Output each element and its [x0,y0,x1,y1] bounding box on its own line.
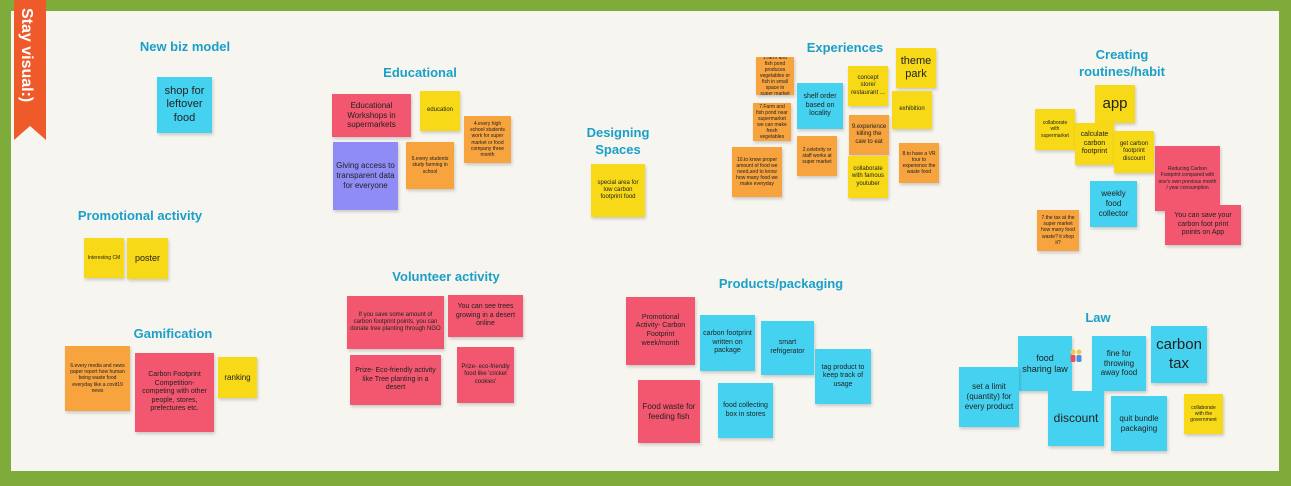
sticky-note[interactable]: Food waste for feeding fish [638,380,700,443]
sticky-note[interactable]: Prize- Eco-friendly activity like Tree p… [350,355,441,405]
sticky-note[interactable]: weekly food collector [1090,181,1137,227]
cluster-title-law: Law [1085,310,1111,325]
sticky-note[interactable]: 4.every high school students work for su… [464,116,511,163]
sticky-note[interactable]: carbon tax [1151,326,1207,383]
cluster-title-new-biz: New biz model [139,39,231,54]
sticky-note[interactable]: special area for low carbon footprint fo… [591,164,645,217]
sticky-note[interactable]: Educational Workshops in supermarkets [332,94,411,137]
cluster-title-routines: Creating routines/habit [1079,47,1165,79]
cluster-title-experiences: Experiences [806,40,884,55]
sticky-note[interactable]: theme park [896,48,936,88]
sticky-note[interactable]: 6.every media and news paper report how … [65,346,130,411]
sticky-note[interactable]: exhibition [892,91,932,129]
sticky-note[interactable]: Interesting CM [84,238,124,278]
sticky-note[interactable]: fine for throwing away food [1092,336,1146,391]
sticky-note[interactable]: collaborate with supermarket [1035,109,1075,150]
sticky-note[interactable]: 2.celebrity or staff works at super mark… [797,136,837,176]
sticky-note[interactable]: You can save your carbon foot print poin… [1165,205,1241,245]
sticky-note[interactable]: Prize- eco-friendly food like 'cricket c… [457,347,514,403]
sticky-note[interactable]: carbon footprint written on package [700,315,755,371]
sticky-note[interactable]: 7.Farm and fish pond near supermarket we… [753,103,791,141]
sticky-note[interactable]: Carbon Footprint Competition- competing … [135,353,214,432]
sticky-note[interactable]: poster [127,238,168,279]
sticky-note[interactable]: shelf order based on locality [797,83,843,129]
cluster-title-designing-spaces: Designing Spaces [586,125,650,157]
sticky-note[interactable]: food sharing law [1018,336,1072,391]
sticky-note[interactable]: quit bundle packaging [1111,396,1167,451]
sticky-note[interactable]: smart refrigerator [761,321,814,375]
cluster-title-products: Products/packaging [718,276,844,291]
sticky-note[interactable]: 7.the tax at the super market how many f… [1037,210,1079,251]
cluster-title-volunteer: Volunteer activity [392,269,500,284]
sticky-note[interactable]: collaborate with famous youtuber [848,156,888,198]
sticky-note[interactable]: 8.to have a VR tour to experience the wa… [899,143,939,183]
sticky-note[interactable]: set a limit (quantity) for every product [959,367,1019,427]
sticky-note[interactable]: 10.to know proper amount of food we need… [732,147,782,197]
cluster-title-educational: Educational [383,65,457,80]
sticky-note[interactable]: 1.farm and fish pond produces vegetables… [756,57,794,95]
sticky-note[interactable]: shop for leftover food [157,77,212,133]
ribbon-label: Stay visual:) [18,8,35,103]
people-icon [1070,349,1082,362]
sticky-note[interactable]: collaborate with the government [1184,394,1223,434]
sticky-note[interactable]: concept store/ restaurant ... [848,66,888,106]
sticky-note[interactable]: Promotional Activity- Carbon Footprint w… [626,297,695,365]
sticky-note[interactable]: app [1095,85,1135,123]
sticky-note[interactable]: get carbon footprint discount [1114,131,1154,173]
sticky-note[interactable]: Giving access to transparent data for ev… [333,142,398,210]
sticky-note[interactable]: If you save some amount of carbon footpr… [347,296,444,349]
sticky-note[interactable]: You can see trees growing in a desert on… [448,295,523,337]
sticky-note[interactable]: discount [1048,391,1104,446]
sticky-note[interactable]: calculate carbon footprint [1075,123,1114,165]
sticky-note[interactable]: 9.experience killing the caw to eat [849,115,889,155]
sticky-note[interactable]: tag product to keep track of usage [815,349,871,404]
sticky-note[interactable]: 5.every students study farming in school [406,142,454,189]
stay-visual-ribbon: Stay visual:) [14,0,46,140]
cluster-title-promotional: Promotional activity [77,208,203,223]
cluster-title-gamification: Gamification [133,326,213,341]
sticky-note[interactable]: education [420,91,460,131]
sticky-note[interactable]: Reducing Carbon Footprint compared with … [1155,146,1220,211]
sticky-note[interactable]: ranking [218,357,257,398]
sticky-note[interactable]: food collecting box in stores [718,383,773,438]
